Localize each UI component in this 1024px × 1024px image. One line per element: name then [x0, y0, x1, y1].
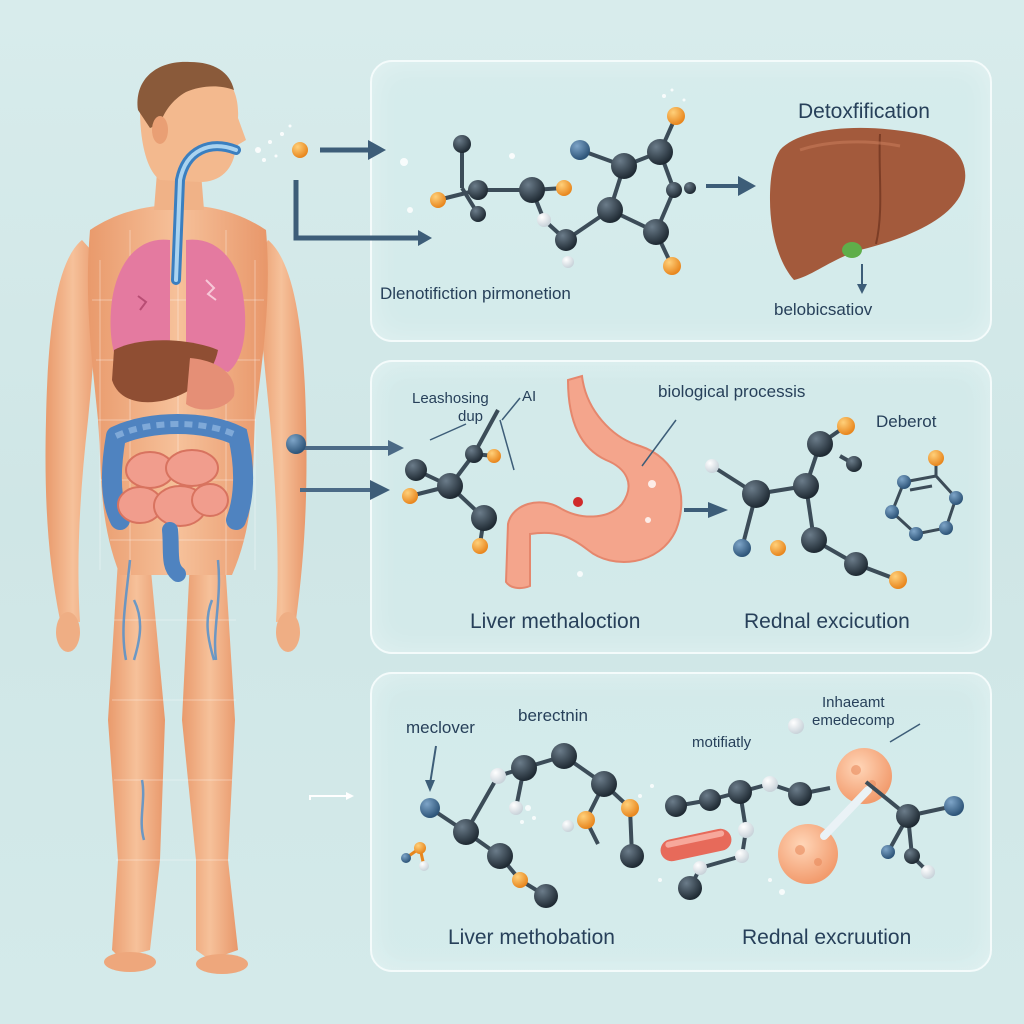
panel2-caption-right: Rednal excicution — [744, 610, 910, 633]
lungs-icon — [110, 239, 246, 372]
panel2-label-top-left-2: dup — [458, 408, 484, 425]
stomach-icon — [504, 374, 683, 590]
liver-organ-icon — [112, 340, 235, 410]
panel3-label-mid: motifiatly — [692, 734, 752, 751]
panel3-label-left: meclover — [406, 718, 475, 737]
arrow-icon — [293, 147, 420, 241]
small-molecule-icon — [401, 842, 429, 871]
panel3-caption-left: Liver methobation — [448, 926, 615, 949]
panel2-label-ai: AI — [522, 388, 537, 405]
panel2-label-top-left: Leashosing — [412, 390, 489, 407]
panel1-caption-left: Dlenotifiction pirmonetion — [380, 284, 571, 303]
panel1-caption-right: belobicsatiov — [774, 300, 873, 319]
human-body-icon — [45, 61, 307, 974]
panel3-label-right-2: emedecomp — [812, 712, 895, 729]
panel3-label-right-1: Inhaeamt — [822, 694, 885, 711]
panel1-title: Detoxfification — [798, 100, 930, 123]
panel2-label-right: Deberot — [876, 412, 937, 431]
cell-icon — [778, 748, 892, 884]
panel2-label-center: biological processis — [658, 382, 806, 401]
panel3-label-top: berectnin — [518, 706, 588, 725]
panel3-caption-right: Rednal excruution — [742, 926, 912, 949]
molecule-icon — [430, 107, 696, 275]
panel2-caption-left: Liver methaloction — [470, 610, 641, 633]
liver-organ-icon — [770, 127, 966, 280]
